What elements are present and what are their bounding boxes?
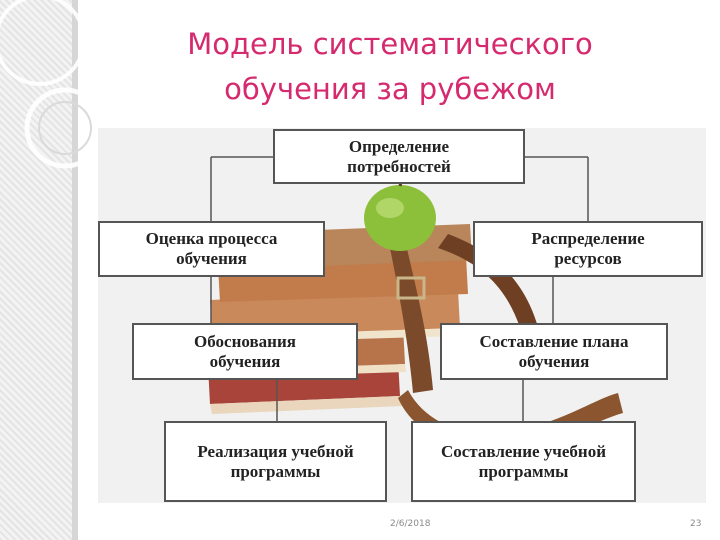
node-resources: Распределение ресурсов	[473, 221, 703, 277]
node-justification: Обоснования обучения	[132, 323, 358, 380]
node-plan: Составление плана обучения	[440, 323, 668, 380]
slide-number: 23	[690, 519, 702, 529]
slide-date: 2/6/2018	[390, 519, 431, 529]
node-implementation: Реализация учебной программы	[164, 421, 387, 502]
apple	[364, 173, 436, 251]
slide-title: Модель систематического обучения за рубе…	[120, 22, 660, 112]
title-line-2: обучения за рубежом	[224, 72, 556, 106]
title-line-1: Модель систематического	[187, 27, 593, 61]
node-assessment: Оценка процесса обучения	[98, 221, 325, 277]
node-program: Составление учебной программы	[411, 421, 636, 502]
side-decoration-shade	[72, 0, 78, 540]
node-needs: Определение потребностей	[273, 129, 525, 184]
